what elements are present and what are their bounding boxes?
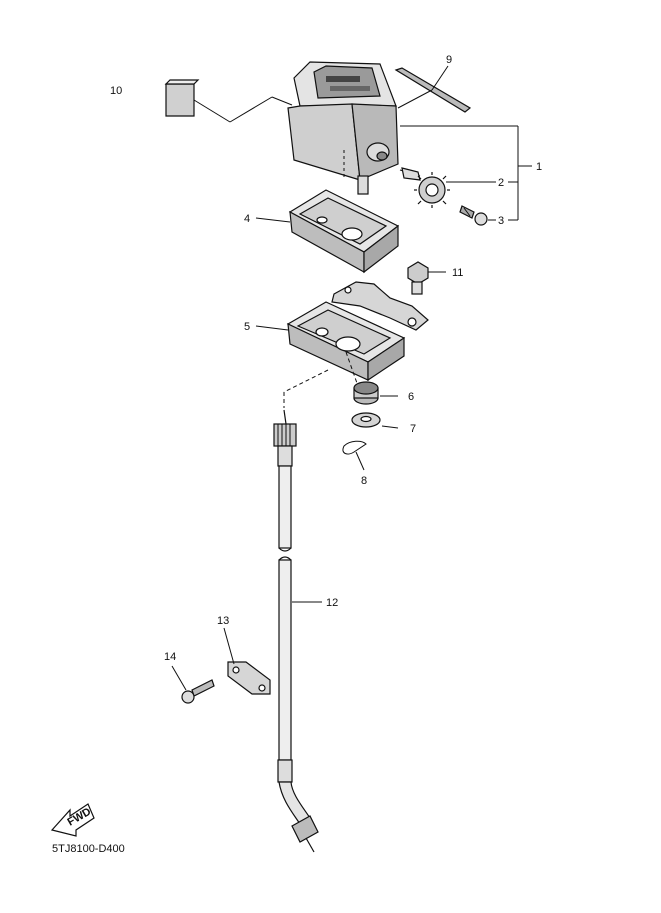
part-5-lower-case xyxy=(255,281,429,408)
part-6-grommet xyxy=(353,381,398,405)
callout-11: 11 xyxy=(452,267,463,279)
fwd-arrow-icon: FWD xyxy=(50,803,95,837)
callout-bracket-1 xyxy=(400,125,532,220)
callout-8: 8 xyxy=(361,475,367,487)
part-7-washer xyxy=(351,412,399,429)
callout-4: 4 xyxy=(244,213,250,225)
callout-1: 1 xyxy=(536,161,542,173)
part-1-speedometer-assy xyxy=(287,61,399,195)
callout-6: 6 xyxy=(408,391,414,403)
callout-3: 3 xyxy=(498,215,504,227)
callout-2: 2 xyxy=(498,177,504,189)
callout-10: 10 xyxy=(110,85,122,97)
part-4-upper-cover xyxy=(255,189,400,274)
part-2-gear xyxy=(399,167,518,208)
diagram-code: 5TJ8100-D400 xyxy=(52,843,125,855)
part-14-screw xyxy=(171,665,215,704)
callout-14: 14 xyxy=(164,651,176,663)
part-12-speedometer-cable xyxy=(273,409,322,853)
callout-9: 9 xyxy=(446,54,452,66)
part-10-label-plate xyxy=(164,79,293,123)
part-11-bolt xyxy=(407,261,446,295)
part-13-clamp xyxy=(223,627,271,695)
callout-5: 5 xyxy=(244,321,250,333)
callout-13: 13 xyxy=(217,615,229,627)
part-3-screw xyxy=(459,205,518,226)
callout-12: 12 xyxy=(326,597,338,609)
part-9-strip xyxy=(394,65,472,113)
callout-7: 7 xyxy=(410,423,416,435)
part-8-clip xyxy=(342,440,367,471)
